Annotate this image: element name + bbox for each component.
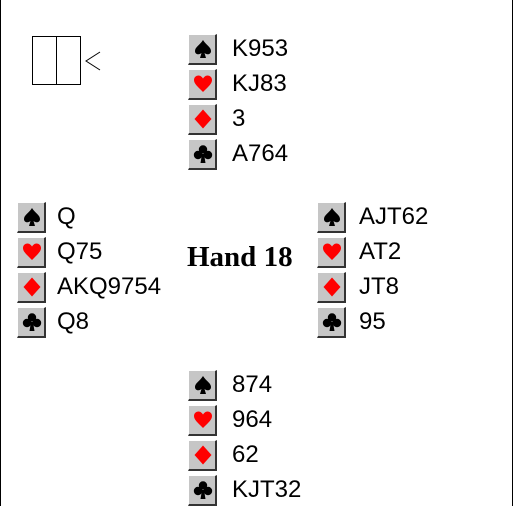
west-diamonds-cards: AKQ9754 bbox=[57, 273, 162, 300]
club-icon bbox=[17, 307, 46, 338]
diamond-icon bbox=[188, 440, 217, 471]
club-icon bbox=[317, 307, 346, 338]
diamond-icon bbox=[17, 272, 46, 303]
east-clubs-cards: 95 bbox=[359, 308, 386, 335]
heart-icon bbox=[188, 69, 217, 100]
west-clubs-cards: Q8 bbox=[57, 308, 90, 335]
east-diamonds-cards: JT8 bbox=[359, 273, 400, 300]
diamond-icon bbox=[317, 272, 346, 303]
west-hearts-cards: Q75 bbox=[57, 238, 103, 265]
hand-title: Hand 18 bbox=[187, 241, 293, 273]
south-diamonds-cards: 62 bbox=[232, 441, 259, 468]
south-spades-cards: 874 bbox=[232, 371, 273, 398]
frame-right-border bbox=[512, 0, 513, 506]
spade-icon bbox=[17, 202, 46, 233]
club-icon bbox=[188, 475, 217, 506]
west-spades-cards: Q bbox=[57, 203, 76, 230]
heart-icon bbox=[317, 237, 346, 268]
north-clubs-cards: A764 bbox=[232, 140, 289, 167]
east-spades-cards: AJT62 bbox=[359, 203, 429, 230]
heart-icon bbox=[17, 237, 46, 268]
spade-icon bbox=[188, 370, 217, 401]
north-diamonds-cards: 3 bbox=[232, 105, 246, 132]
south-clubs-cards: KJT32 bbox=[232, 476, 302, 503]
north-spades-cards: K953 bbox=[232, 35, 289, 62]
east-hearts-cards: AT2 bbox=[359, 238, 402, 265]
dealer-indicator bbox=[32, 36, 104, 91]
club-icon bbox=[188, 139, 217, 170]
south-hearts-cards: 964 bbox=[232, 406, 273, 433]
spade-icon bbox=[188, 34, 217, 65]
spade-icon bbox=[317, 202, 346, 233]
frame-left-border bbox=[0, 0, 1, 506]
heart-icon bbox=[188, 405, 217, 436]
diamond-icon bbox=[188, 104, 217, 135]
north-hearts-cards: KJ83 bbox=[232, 70, 287, 97]
dealer-indicator-icon bbox=[32, 36, 101, 85]
